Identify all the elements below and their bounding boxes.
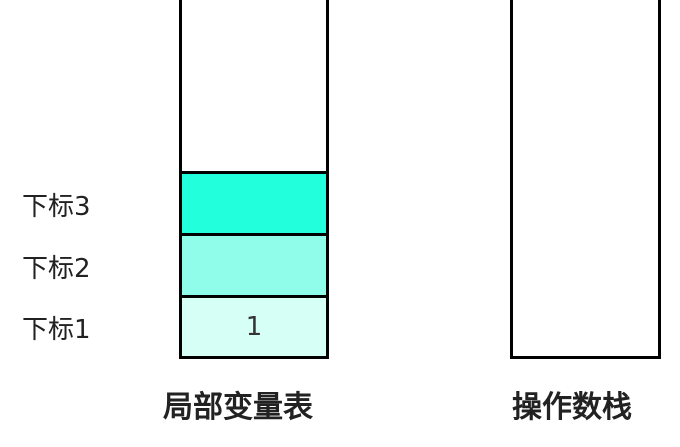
- slot-label-2: 下标2: [22, 254, 91, 284]
- local-variable-table: 1: [179, 0, 329, 359]
- slot-label-3: 下标3: [22, 192, 91, 222]
- local-variable-table-title: 局部变量表: [163, 390, 313, 425]
- slot-index-1: 1: [182, 295, 326, 356]
- operand-stack: [510, 0, 661, 359]
- slot-index-3: [182, 171, 326, 233]
- slot-index-2: [182, 233, 326, 295]
- slot-label-1: 下标1: [22, 315, 91, 345]
- operand-stack-title: 操作数栈: [512, 390, 632, 425]
